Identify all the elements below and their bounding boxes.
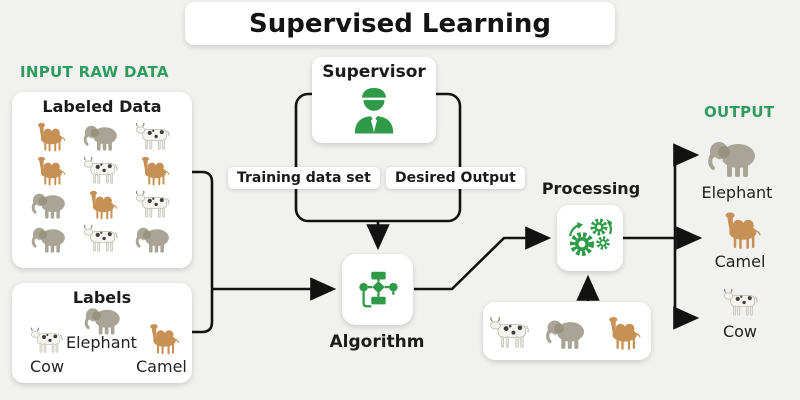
elephant-icon xyxy=(24,220,76,254)
training-data-set-label: Training data set xyxy=(228,167,380,189)
labels-elephant-label: Elephant xyxy=(66,333,137,352)
camel-icon xyxy=(24,152,76,186)
algorithm-label: Algorithm xyxy=(329,332,425,352)
elephant-icon xyxy=(541,311,593,351)
input-merge-connector xyxy=(191,170,214,334)
flowchart-icon xyxy=(355,267,401,313)
title-card: Supervised Learning xyxy=(185,2,615,45)
elephant-icon xyxy=(702,130,766,180)
algorithm-card xyxy=(342,254,413,325)
camel-icon xyxy=(24,118,76,152)
input-raw-data-heading: INPUT RAW DATA xyxy=(20,63,169,81)
labeled-data-box: Labeled Data xyxy=(12,92,192,268)
labels-title: Labels xyxy=(72,288,132,307)
camel-icon xyxy=(712,206,770,250)
output-cow-label: Cow xyxy=(722,322,758,341)
elephant-icon xyxy=(76,118,128,152)
page-title: Supervised Learning xyxy=(248,8,552,39)
output-camel-slot xyxy=(712,206,770,250)
cow-icon xyxy=(485,311,537,351)
cow-icon xyxy=(128,118,180,152)
elephant-icon xyxy=(72,300,136,336)
labeled-data-animal-grid xyxy=(12,116,192,256)
test-data-box xyxy=(483,302,651,360)
camel-icon xyxy=(128,152,180,186)
supervisor-person-icon xyxy=(346,84,402,134)
cow-icon xyxy=(76,220,128,254)
processing-label: Processing xyxy=(541,179,641,198)
output-elephant-slot xyxy=(702,130,766,180)
cow-icon xyxy=(128,186,180,220)
processing-to-cow-arrow xyxy=(673,238,700,330)
elephant-icon xyxy=(128,220,180,254)
camel-icon xyxy=(138,319,188,355)
elephant-icon xyxy=(24,186,76,220)
camel-icon xyxy=(76,186,128,220)
gears-icon xyxy=(566,214,614,262)
supervisor-card: Supervisor xyxy=(312,57,436,143)
output-camel-label: Camel xyxy=(714,252,766,271)
algorithm-to-processing-arrow xyxy=(414,226,552,291)
output-heading: OUTPUT xyxy=(704,103,775,121)
supervisor-title: Supervisor xyxy=(322,62,426,82)
labels-cow-slot xyxy=(24,323,72,355)
labels-elephant-slot xyxy=(72,300,136,336)
output-elephant-label: Elephant xyxy=(701,183,773,202)
cow-icon xyxy=(716,284,768,318)
processing-to-elephant-arrow xyxy=(673,143,700,238)
cow-icon xyxy=(76,152,128,186)
output-cow-slot xyxy=(716,284,768,318)
camel-icon xyxy=(597,311,649,351)
labels-camel-slot xyxy=(138,319,188,355)
labeled-data-title: Labeled Data xyxy=(42,97,162,116)
labels-box: Labels Elephant Cow Camel xyxy=(12,283,192,383)
desired-output-label: Desired Output xyxy=(386,167,525,189)
labels-cow-label: Cow xyxy=(30,357,65,376)
processing-card xyxy=(557,205,623,271)
labels-camel-label: Camel xyxy=(136,357,187,376)
cow-icon xyxy=(24,323,72,355)
